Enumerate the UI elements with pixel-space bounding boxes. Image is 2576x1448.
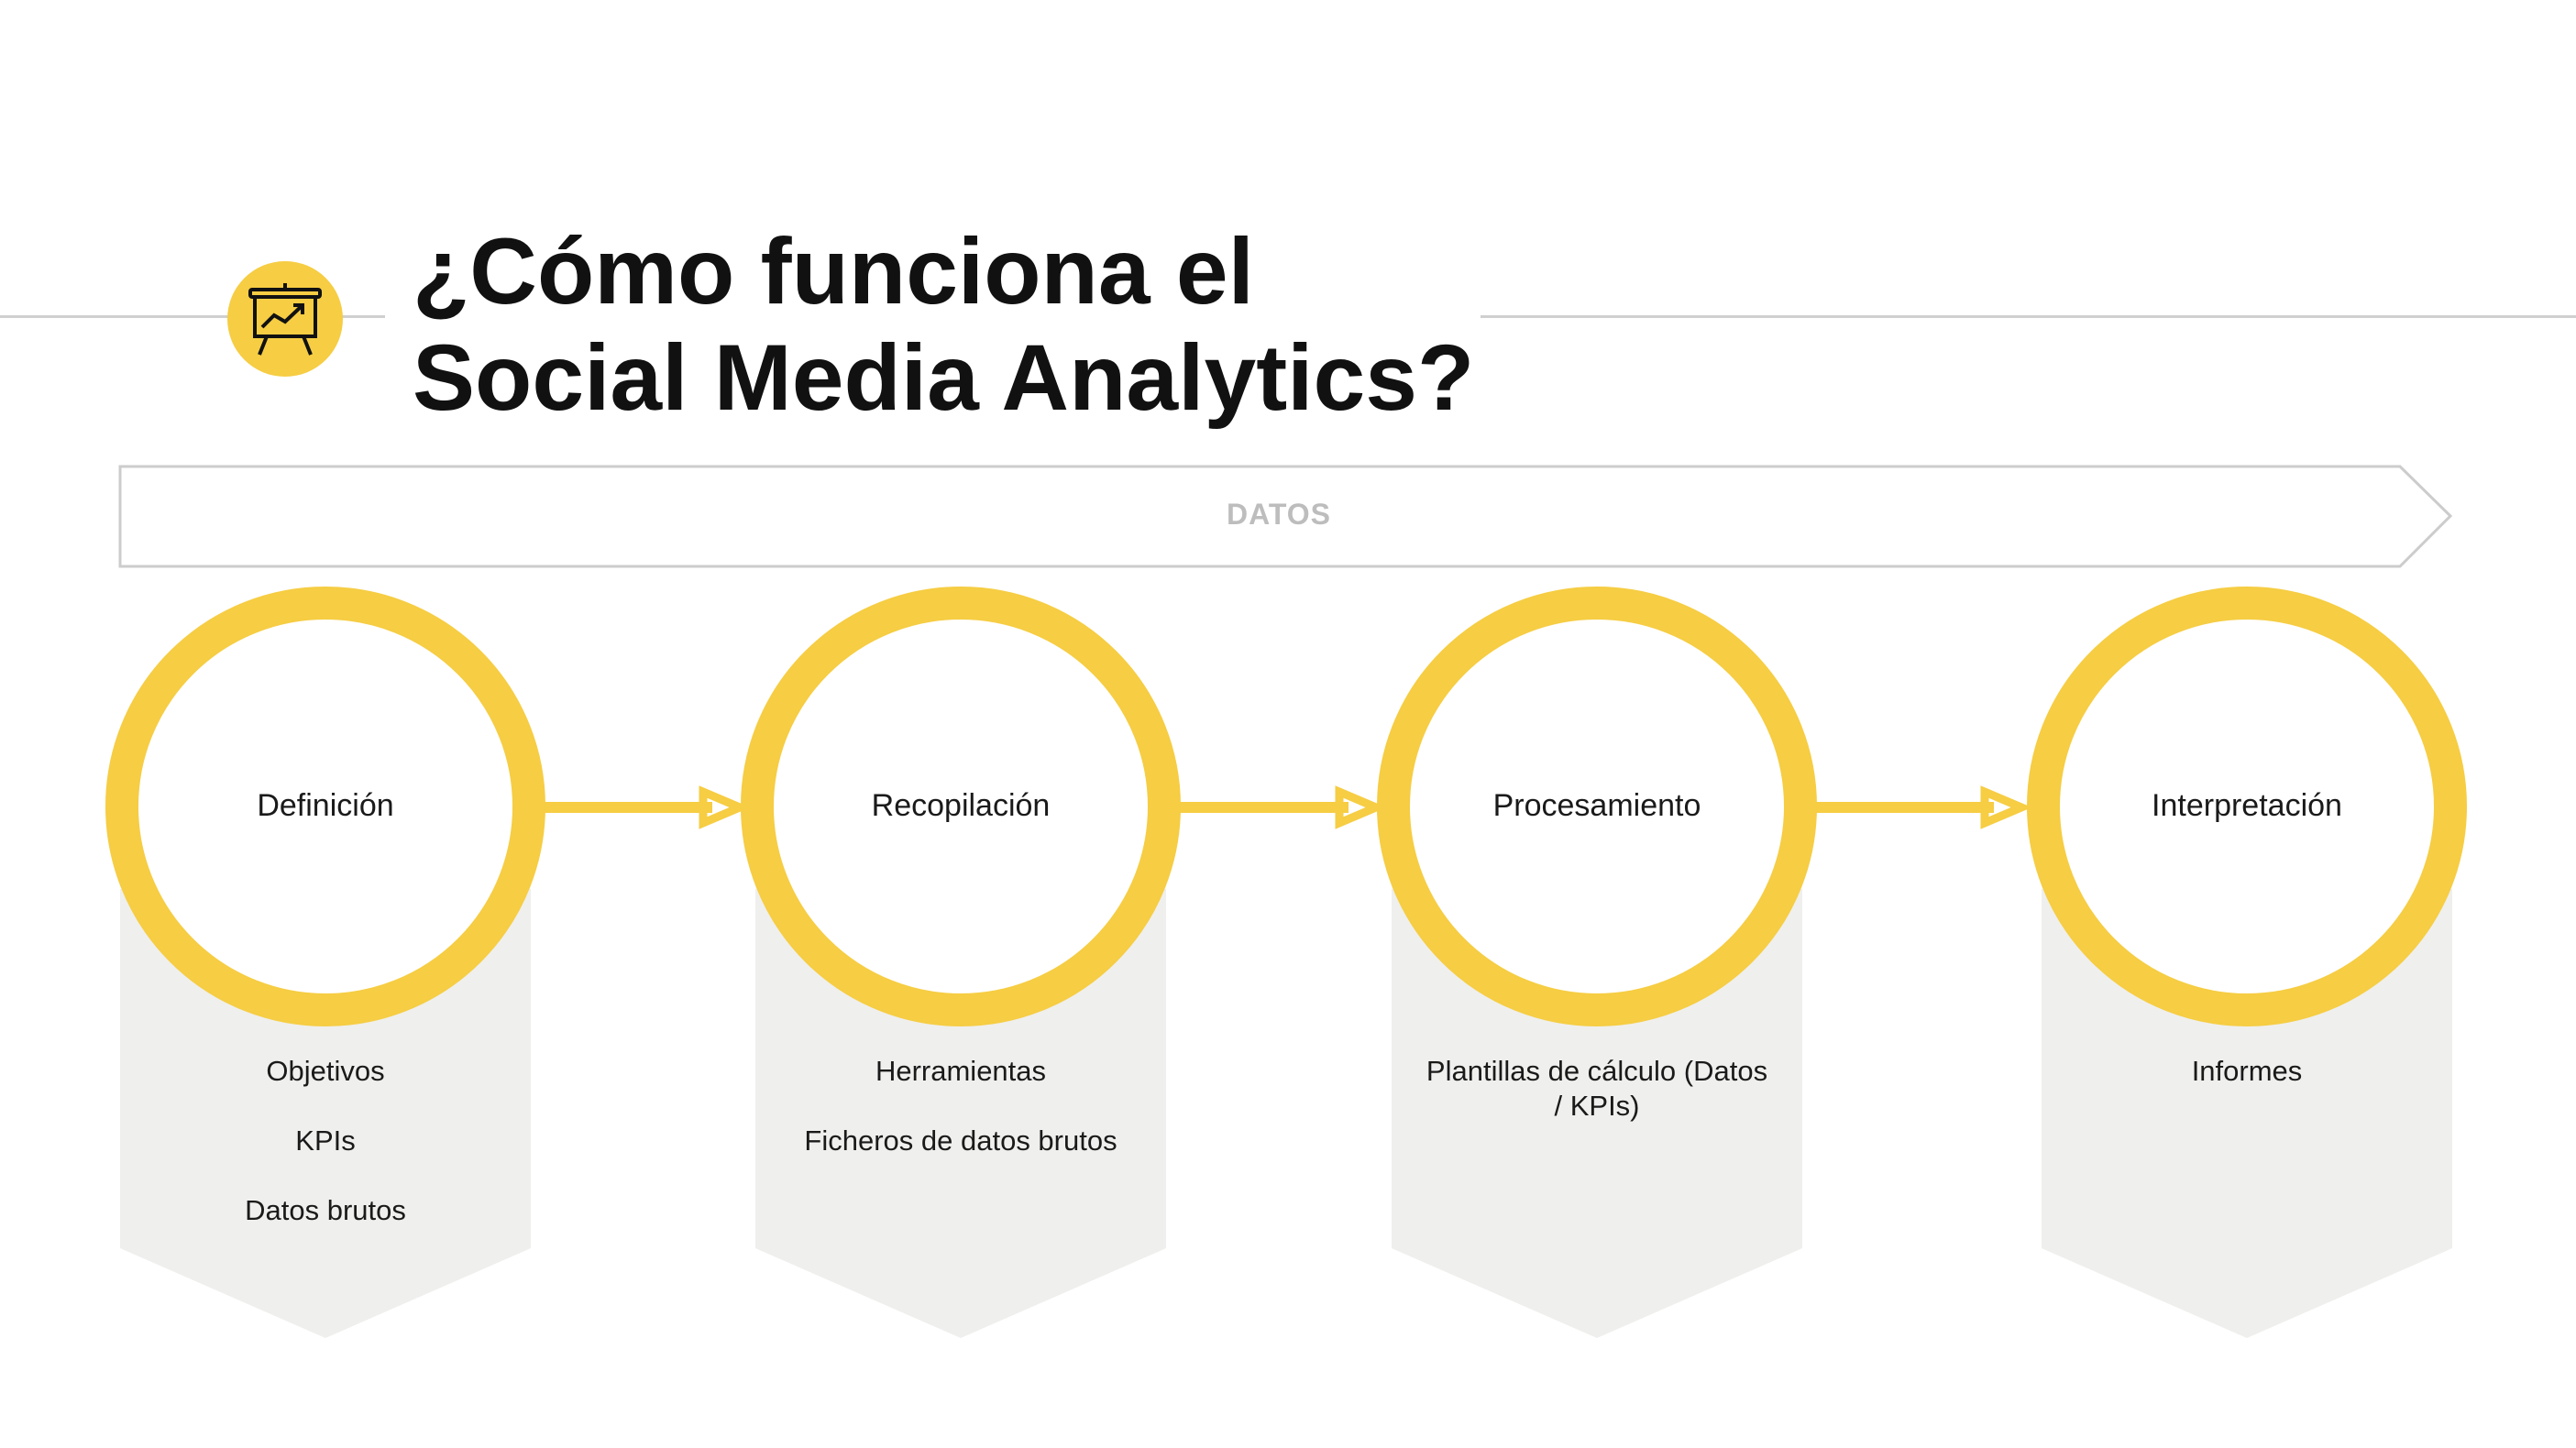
stage-item: Plantillas de cálculo (Datos / KPIs) (1426, 1055, 1768, 1122)
page-title: ¿Cómo funciona el Social Media Analytics… (413, 218, 1604, 431)
stage-label-recopilacion: Recopilación (871, 788, 1051, 823)
stage-item: Ficheros de datos brutos (804, 1124, 1117, 1157)
stage-label-definicion: Definición (257, 788, 394, 823)
presentation-chart-icon (248, 283, 322, 356)
connector-arrow-1 (543, 785, 751, 829)
page-title-line-2: Social Media Analytics? (413, 325, 1475, 430)
stage-item: Datos brutos (245, 1194, 406, 1226)
data-banner-label: DATOS (1226, 498, 1332, 531)
header-rule-right (1481, 315, 2576, 318)
stage-items-procesamiento: Plantillas de cálculo (Datos / KPIs) (1377, 1054, 1817, 1158)
header-rule-left (0, 315, 385, 318)
stage-items-definicion: Objetivos KPIs Datos brutos (105, 1054, 545, 1263)
stage-items-recopilacion: Herramientas Ficheros de datos brutos (741, 1054, 1181, 1193)
stage-item: Informes (2191, 1055, 2303, 1087)
stage-label-procesamiento: Procesamiento (1492, 788, 1701, 823)
data-banner-arrow (118, 465, 2453, 568)
stage-label-interpretacion: Interpretación (2152, 788, 2342, 823)
page-title-line-1: ¿Cómo funciona el (413, 219, 1254, 324)
connector-arrow-3 (1815, 785, 2032, 829)
title-icon-badge (227, 261, 343, 377)
stage-item: Objetivos (266, 1055, 385, 1087)
connector-arrow-2 (1179, 785, 1387, 829)
stage-item: Herramientas (875, 1055, 1047, 1087)
stage-items-interpretacion: Informes (2027, 1054, 2467, 1124)
stage-item: KPIs (295, 1124, 356, 1157)
